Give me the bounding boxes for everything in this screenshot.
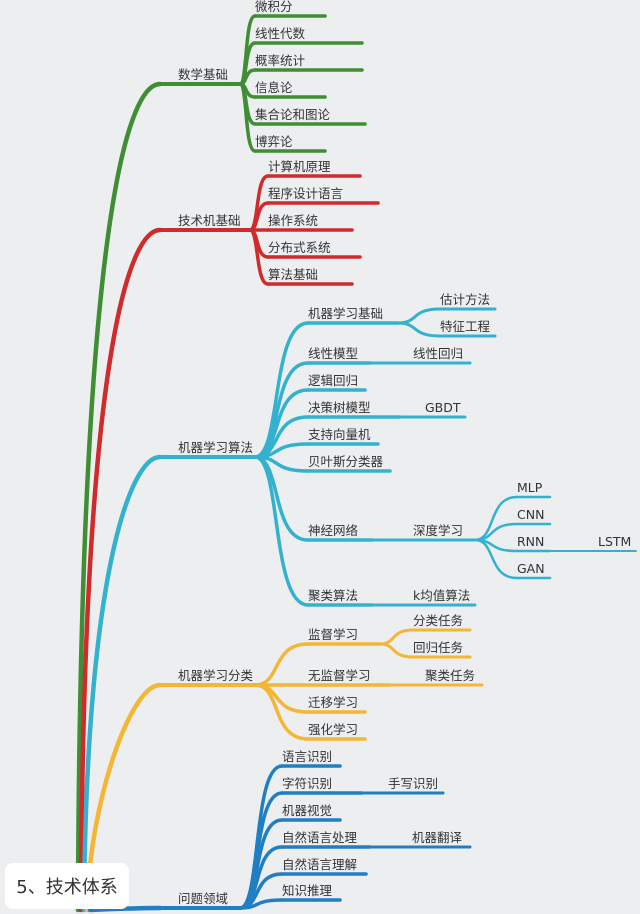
main-branch-5: [87, 905, 163, 913]
mind-map-node-label: 神经网络: [308, 523, 359, 538]
branch-connector: [378, 642, 415, 659]
mind-map-node-label: 支持向量机: [308, 427, 371, 442]
mind-map-node-label: 深度学习: [413, 523, 463, 538]
branch-node-label: 数学基础: [178, 67, 228, 82]
mind-map-node-label: 无监督学习: [308, 668, 371, 683]
mind-map-node-label: 字符识别: [282, 776, 332, 791]
mind-map-node-label: 监督学习: [308, 627, 358, 642]
branch-node-label: 问题领域: [178, 891, 228, 906]
branch-connector: [473, 538, 519, 580]
mind-map-node-label: 自然语言理解: [282, 857, 357, 872]
mind-map-node-label: GBDT: [425, 400, 461, 415]
branch-connector: [253, 642, 310, 687]
mind-map-node-label: 逻辑回归: [308, 373, 358, 388]
mind-map-node-label: CNN: [517, 507, 544, 522]
mind-map-node-label: 程序设计语言: [268, 186, 343, 201]
branch-node-label: 机器学习算法: [178, 440, 253, 455]
mind-map-node-label: 线性回归: [413, 346, 463, 361]
mind-map-node-label: 机器学习基础: [308, 306, 383, 321]
mind-map-node-label: 语言识别: [282, 749, 332, 764]
mind-map-node-label: 线性模型: [308, 346, 358, 361]
branch-node-label: 机器学习分类: [178, 668, 254, 683]
main-branch-2: [78, 227, 163, 913]
branch-connector: [238, 82, 257, 153]
mind-map-node-label: 机器翻译: [412, 830, 463, 845]
branch-connector: [253, 683, 310, 741]
mind-map-node-label: 集合论和图论: [255, 107, 331, 122]
mind-map-node-label: 回归任务: [413, 640, 463, 655]
branch-connector: [248, 228, 270, 286]
branch-connector: [248, 201, 270, 232]
mind-map-node-label: 强化学习: [308, 722, 358, 737]
mind-map-node-label: 操作系统: [268, 213, 318, 228]
main-branch-1: [75, 81, 163, 913]
mind-map-node-label: 分类任务: [413, 613, 463, 628]
mind-map-node-label: 线性代数: [255, 26, 306, 41]
mind-map-node-label: k均值算法: [413, 588, 470, 603]
mind-map-node-label: 聚类算法: [308, 588, 358, 603]
mind-map-node-label: RNN: [517, 534, 544, 549]
mind-map-node-label: 特征工程: [440, 319, 491, 334]
main-branch-3: [81, 454, 163, 913]
mind-map-node-label: 自然语言处理: [282, 830, 358, 845]
mind-map-node-label: 知识推理: [282, 883, 333, 898]
mind-map-node-label: MLP: [517, 480, 543, 495]
branch-connector: [378, 628, 415, 646]
mind-map-node-label: 迁移学习: [308, 695, 358, 710]
mind-map-node-label: GAN: [517, 561, 545, 576]
mind-map-node-label: 机器视觉: [282, 803, 332, 818]
mind-map-node-label: 估计方法: [440, 292, 490, 307]
mind-map-node-label: 分布式系统: [268, 240, 331, 255]
branch-connector: [473, 495, 519, 542]
mind-map-node-label: LSTM: [598, 534, 631, 549]
mind-map-node-label: 概率统计: [255, 53, 305, 68]
branch-connector: [396, 321, 442, 338]
branch-connector: [238, 898, 284, 910]
branch-connector: [396, 307, 442, 325]
mind-map-node-label: 手写识别: [388, 776, 438, 791]
mind-map-node-label: 算法基础: [268, 267, 318, 282]
title-label: 5、技术体系: [5, 863, 129, 909]
branch-node-label: 技术机基础: [178, 213, 241, 228]
mind-map-node-label: 聚类任务: [425, 668, 475, 683]
mind-map-node-label: 贝叶斯分类器: [308, 454, 384, 469]
mind-map-node-label: 微积分: [255, 0, 293, 14]
mind-map-node-label: 计算机原理: [268, 159, 331, 174]
mind-map-node-label: 博弈论: [255, 134, 293, 149]
mind-map-node-label: 决策树模型: [308, 400, 371, 415]
branch-connector: [253, 455, 310, 607]
mind-map-node-label: 信息论: [255, 80, 293, 95]
